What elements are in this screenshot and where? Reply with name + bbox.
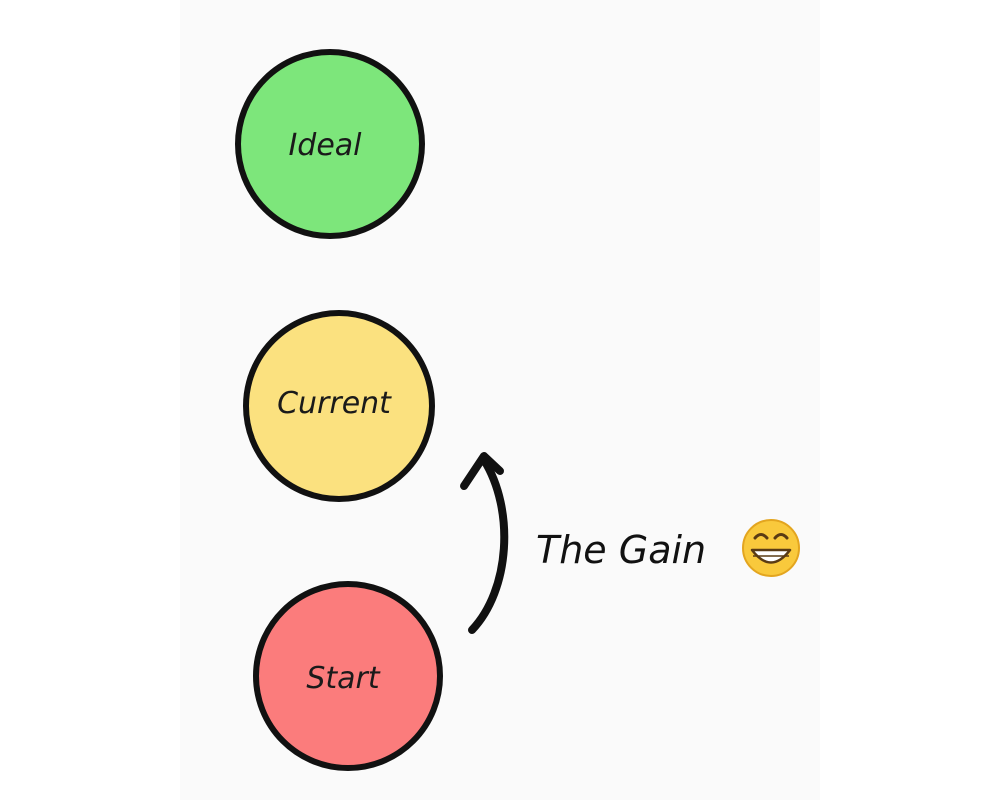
node-ideal-circle (235, 49, 425, 239)
node-ideal-label: Ideal (288, 128, 362, 163)
grinning-face-icon (742, 519, 800, 577)
gain-arrow (460, 452, 509, 634)
node-start-circle (253, 581, 443, 771)
node-current-circle (243, 310, 435, 502)
node-ideal: Ideal (235, 49, 425, 239)
gain-label: The Gain (536, 528, 706, 572)
node-current-label: Current (277, 386, 392, 421)
node-start: Start (253, 581, 443, 771)
node-start-label: Start (306, 661, 381, 696)
node-current: Current (243, 310, 435, 502)
gain-arrow-shaft (468, 456, 509, 634)
gain-arrow-head (460, 452, 504, 490)
